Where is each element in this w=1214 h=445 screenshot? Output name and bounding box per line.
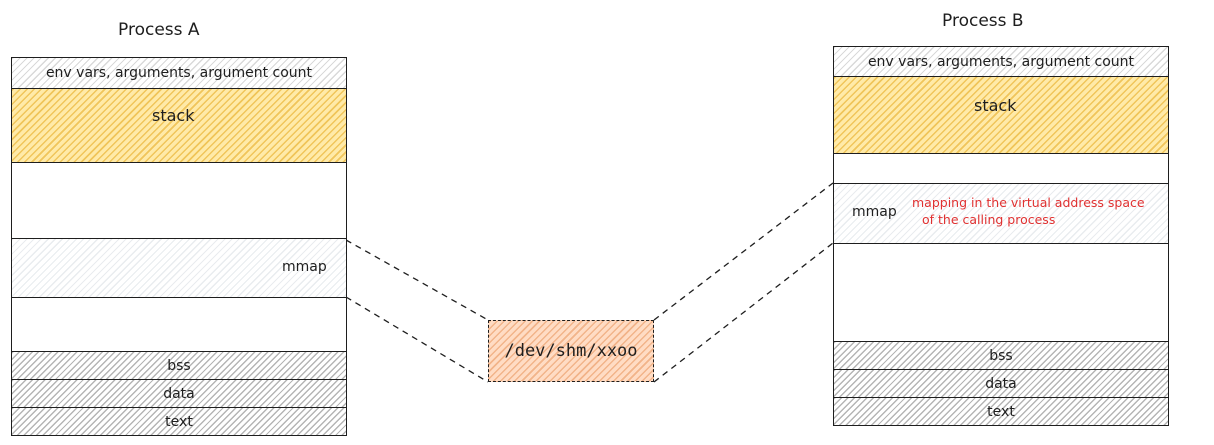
shared-memory-object: /dev/shm/xxoo [488,320,654,382]
connector-a-bottom [345,296,489,383]
process-a-bss-label: bss [167,357,191,374]
mapping-annotation-line1: mapping in the virtual address space [912,195,1145,210]
connector-a-top [345,239,489,321]
process-b-env-label: env vars, arguments, argument count [867,53,1135,70]
process-b-bss-label: bss [989,347,1013,364]
process-b-text-label: text [987,403,1015,420]
process-a-env-segment: env vars, arguments, argument count [11,57,347,89]
process-b-title: Process B [942,11,1024,31]
process-a-data-label: data [163,385,195,402]
process-a-bss-segment: bss [11,351,347,380]
process-a-stack-segment: stack [11,88,347,163]
process-a-mmap-label: mmap [282,259,327,275]
process-b-data-label: data [985,375,1017,392]
process-a-data-segment: data [11,379,347,408]
process-b-mmap-segment: mmap [833,183,1169,244]
process-a-text-segment: text [11,407,347,436]
process-a-mmap-segment: mmap [11,238,347,298]
process-b-free-space-upper [833,153,1169,184]
process-a-stack-label: stack [152,106,195,125]
process-a-env-label: env vars, arguments, argument count [45,65,313,81]
process-b-bss-segment: bss [833,341,1169,370]
process-b-stack-segment: stack [833,76,1169,154]
process-a-text-label: text [165,413,193,430]
process-b-text-segment: text [833,397,1169,426]
process-a-free-space-lower [11,297,347,352]
process-b-mmap-label: mmap [852,204,897,220]
mapping-annotation-line2: of the calling process [922,212,1056,227]
process-b-stack-label: stack [974,96,1017,115]
process-a-title: Process A [118,20,200,40]
process-b-free-space-lower [833,243,1169,342]
shared-memory-label: /dev/shm/xxoo [504,341,638,361]
mapping-annotation: mapping in the virtual address space of … [912,194,1145,228]
process-b-data-segment: data [833,369,1169,398]
process-b-env-segment: env vars, arguments, argument count [833,46,1169,77]
process-a-free-space-upper [11,162,347,239]
connector-b-top [653,182,834,321]
connector-b-bottom [653,242,834,383]
